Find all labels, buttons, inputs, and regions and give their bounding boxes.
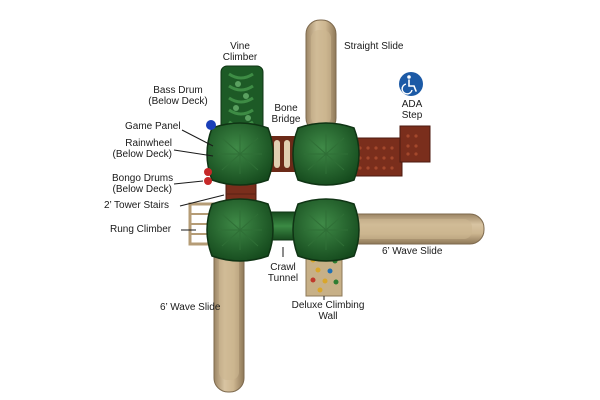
ada-step-label-line1: ADA (401, 99, 423, 110)
vine-climber-label: Vine Climber (218, 41, 262, 63)
deck-bottom-right (292, 198, 360, 262)
rainwheel-label-line2: (Below Deck) (112, 149, 172, 160)
rainwheel-label-line1: Rainwheel (125, 138, 172, 149)
bone-bridge-label-line2: Bridge (271, 114, 301, 125)
rainwheel-label: Rainwheel (Below Deck) (112, 138, 172, 160)
wave-slide-right-label: 6’ Wave Slide (382, 246, 443, 257)
tower-stairs-label: 2’ Tower Stairs (104, 200, 170, 211)
bongo-drums-label: Bongo Drums (Below Deck) (112, 173, 174, 195)
vine-climber-label-line1: Vine (230, 41, 250, 52)
bass-drum-dot (206, 120, 216, 130)
bass-drum-label: Bass Drum (Below Deck) (148, 85, 208, 107)
game-panel-label: Game Panel (125, 121, 181, 132)
vine-climber-label-line2: Climber (222, 52, 258, 63)
deck-bottom-left (206, 198, 274, 262)
crawl-tunnel-label: Crawl Tunnel (266, 262, 300, 284)
leader-lines (173, 129, 325, 300)
deluxe-climbing-wall-label-line2: Wall (318, 311, 338, 322)
rung-climber-label: Rung Climber (110, 224, 172, 235)
crawl-tunnel-label-line2: Tunnel (267, 273, 299, 284)
deck-top-left (206, 122, 274, 186)
bongo-drum-dot-1 (204, 168, 212, 176)
deluxe-climbing-wall-label: Deluxe Climbing Wall (290, 300, 366, 322)
deck-top-right (292, 122, 360, 186)
bone-bridge-label: Bone Bridge (270, 103, 302, 125)
wave-slide-right (335, 213, 485, 245)
wheelchair-icon (399, 72, 423, 96)
bongo-drums-label-line2: (Below Deck) (112, 184, 172, 195)
ada-step-deck (349, 125, 431, 177)
wave-slide-left-label: 6’ Wave Slide (160, 302, 221, 313)
bongo-drums-label-line1: Bongo Drums (112, 173, 174, 184)
ada-step-label: ADA Step (398, 99, 426, 121)
vine-climber (220, 65, 264, 137)
straight-slide (305, 19, 337, 133)
bongo-drum-dot-2 (204, 177, 212, 185)
ada-step-label-line2: Step (401, 110, 423, 121)
straight-slide-label: Straight Slide (344, 41, 404, 52)
bone-bridge-label-line1: Bone (274, 103, 298, 114)
deluxe-climbing-wall-label-line1: Deluxe Climbing (291, 300, 365, 311)
crawl-tunnel-label-line1: Crawl (270, 262, 296, 273)
bass-drum-label-line2: (Below Deck) (148, 96, 208, 107)
wave-slide-left (213, 235, 245, 393)
bass-drum-label-line1: Bass Drum (153, 85, 203, 96)
